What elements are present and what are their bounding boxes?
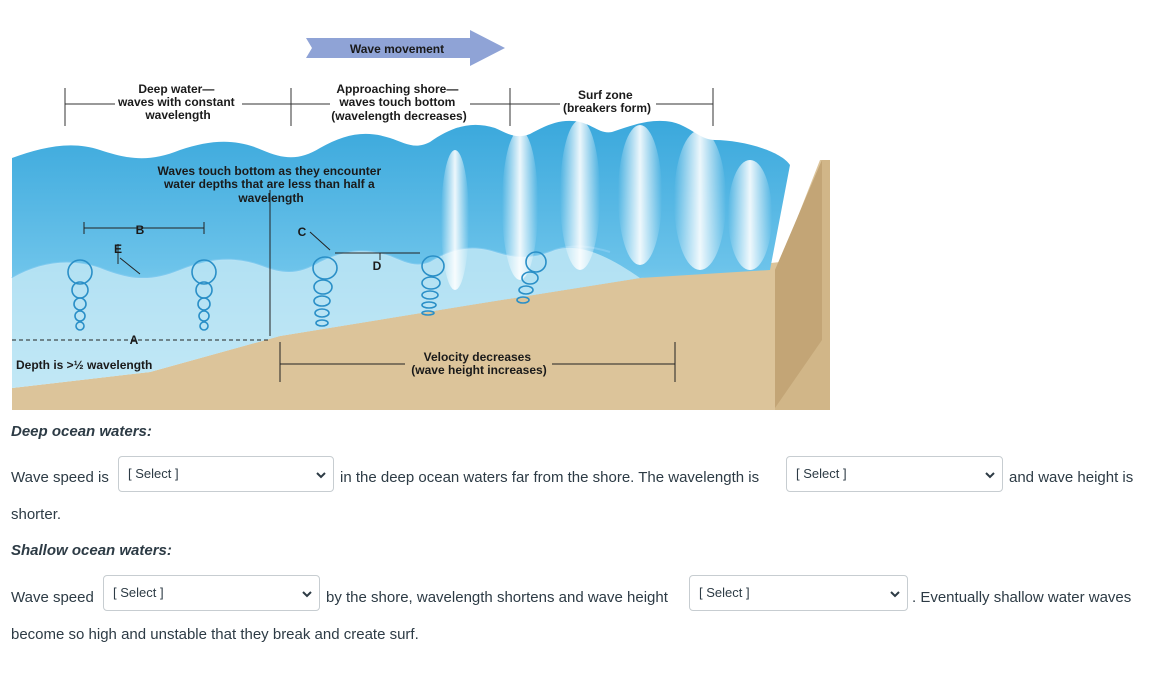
shallow-end-text: . Eventually shallow water waves [912, 589, 1132, 606]
chevron-down-icon [302, 591, 312, 598]
label-b: B [136, 223, 145, 237]
deep-mid-text: in the deep ocean waters far from the sh… [340, 469, 760, 486]
deep-wavelength-select[interactable]: [ Select ] [786, 456, 1003, 492]
shallow-height-select-value: [ Select ] [699, 585, 750, 600]
wave-diagram: Wave movement Deep water— waves with con… [11, 30, 830, 410]
shallow-line2-text: become so high and unstable that they br… [11, 626, 419, 643]
deep-end-text: and wave height is [1009, 469, 1134, 486]
deep-speed-select-value: [ Select ] [128, 466, 179, 481]
orbital-motion [67, 251, 547, 331]
label-e: E [114, 242, 122, 256]
wave-movement-arrow: Wave movement [306, 30, 505, 66]
shallow-speed-select[interactable]: [ Select ] [103, 575, 320, 611]
zone-brackets [64, 88, 714, 126]
velocity-label: Velocity decreases (wave height increase… [411, 350, 546, 377]
chevron-down-icon [985, 472, 995, 479]
chevron-down-icon [890, 591, 900, 598]
deep-wavelength-select-value: [ Select ] [796, 466, 847, 481]
label-a: A [130, 333, 139, 347]
deep-ocean-heading: Deep ocean waters: [11, 423, 152, 440]
shallow-ocean-heading: Shallow ocean waters: [11, 542, 172, 559]
label-d: D [373, 259, 382, 273]
chevron-down-icon [316, 472, 326, 479]
label-c: C [298, 225, 307, 239]
depth-label: Depth is >½ wavelength [16, 358, 152, 372]
measurement-lines [12, 190, 676, 382]
sand-bottom [12, 160, 830, 410]
shallow-height-select[interactable]: [ Select ] [689, 575, 908, 611]
deep-wave-speed-text: Wave speed is [11, 469, 109, 486]
approaching-shore-label: Approaching shore— waves touch bottom (w… [331, 82, 466, 123]
breaking-waves [441, 120, 772, 290]
deep-water-label: Deep water— waves with constant waveleng… [117, 82, 238, 122]
shallow-wave-speed-text: Wave speed [11, 589, 94, 606]
shallow-mid-text: by the shore, wavelength shortens and wa… [326, 589, 668, 606]
deep-line2-text: shorter. [11, 506, 62, 523]
surf-zone-label: Surf zone (breakers form) [563, 88, 651, 115]
wave-movement-label: Wave movement [350, 42, 444, 56]
deep-speed-select[interactable]: [ Select ] [118, 456, 334, 492]
touch-bottom-label: Waves touch bottom as they encounter wat… [158, 164, 385, 205]
shallow-speed-select-value: [ Select ] [113, 585, 164, 600]
